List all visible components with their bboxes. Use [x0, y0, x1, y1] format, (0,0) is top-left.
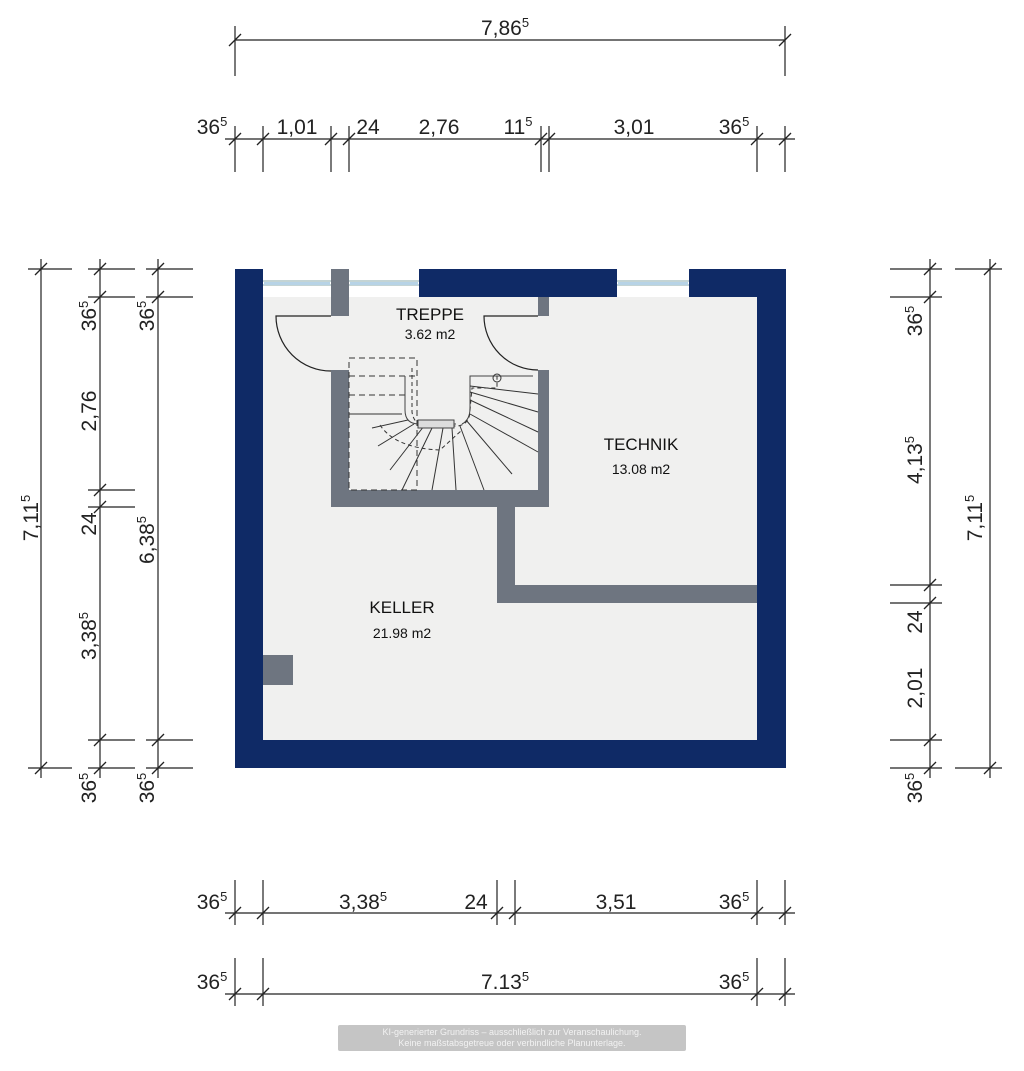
- dim-top-seg-2: 1,01: [277, 116, 318, 139]
- door-left: [275, 315, 332, 372]
- dim-bottom-seg-5: 365: [719, 889, 750, 914]
- room-area-technik: 13.08 m2: [612, 461, 671, 477]
- door-right: [483, 315, 539, 371]
- dim-right-outer: 7,115: [962, 495, 987, 542]
- room-name-keller: KELLER: [369, 598, 434, 617]
- dim-bottom-seg-4: 3,51: [596, 891, 637, 914]
- dim-right-inner-3: 24: [904, 610, 927, 634]
- room-area-keller: 21.98 m2: [373, 625, 432, 641]
- dim-top-seg-3: 24: [356, 116, 380, 139]
- dim-top-seg-6: 3,01: [614, 116, 655, 139]
- window-top-middle: [349, 269, 419, 297]
- watermark-line-2: Keine maßstabsgetreue oder verbindliche …: [398, 1038, 626, 1048]
- dim-top-total: 7,865: [481, 15, 529, 40]
- dim-top-seg-4: 2,76: [419, 116, 460, 139]
- dim-bottom-seg-1: 365: [197, 889, 228, 914]
- dim-top-seg-5: 115: [503, 114, 532, 139]
- dim-right-inner-1: 365: [902, 306, 927, 337]
- dim-left-mid-1: 365: [134, 301, 159, 332]
- dim-left-inner-2: 2,76: [78, 391, 101, 432]
- dim-right-inner-2: 4,135: [902, 436, 927, 484]
- dim-left-mid-2: 6,385: [134, 516, 159, 564]
- dim-top-seg-7: 365: [719, 114, 750, 139]
- dim-bottom-total-3: 365: [719, 969, 750, 994]
- dim-bottom-total-2: 7.135: [481, 969, 529, 994]
- staircase: [348, 357, 539, 491]
- dim-left-outer: 7,115: [18, 495, 43, 542]
- watermark: KI-generierter Grundriss – ausschließlic…: [338, 1025, 686, 1051]
- dim-left-inner-3: 24: [78, 512, 101, 536]
- watermark-line-1: KI-generierter Grundriss – ausschließlic…: [382, 1027, 642, 1037]
- dim-bottom-seg-3: 24: [464, 891, 488, 914]
- dim-right-inner-4: 2,01: [904, 668, 927, 709]
- dim-left-inner-5: 365: [76, 773, 101, 804]
- building: TREPPE 3.62 m2 TECHNIK 13.08 m2 KELLER 2…: [235, 269, 786, 768]
- dimensions: [28, 26, 1002, 1006]
- dimension-labels: 7,865 365 1,01 24 2,76 115 3,01 365 365 …: [18, 15, 987, 994]
- dim-bottom-seg-2: 3,385: [339, 889, 387, 914]
- window-top-left: [263, 269, 331, 297]
- dim-right-inner-5: 365: [902, 773, 927, 804]
- room-name-treppe: TREPPE: [396, 305, 464, 324]
- interior-walls: [263, 269, 757, 685]
- dim-left-mid-3: 365: [134, 773, 159, 804]
- dim-bottom-total-1: 365: [197, 969, 228, 994]
- dim-left-inner-4: 3,385: [76, 612, 101, 660]
- room-area-treppe: 3.62 m2: [405, 326, 456, 342]
- dim-left-inner-1: 365: [76, 301, 101, 332]
- dim-top-seg-1: 365: [197, 114, 228, 139]
- room-name-technik: TECHNIK: [604, 435, 679, 454]
- window-top-right: [617, 269, 689, 297]
